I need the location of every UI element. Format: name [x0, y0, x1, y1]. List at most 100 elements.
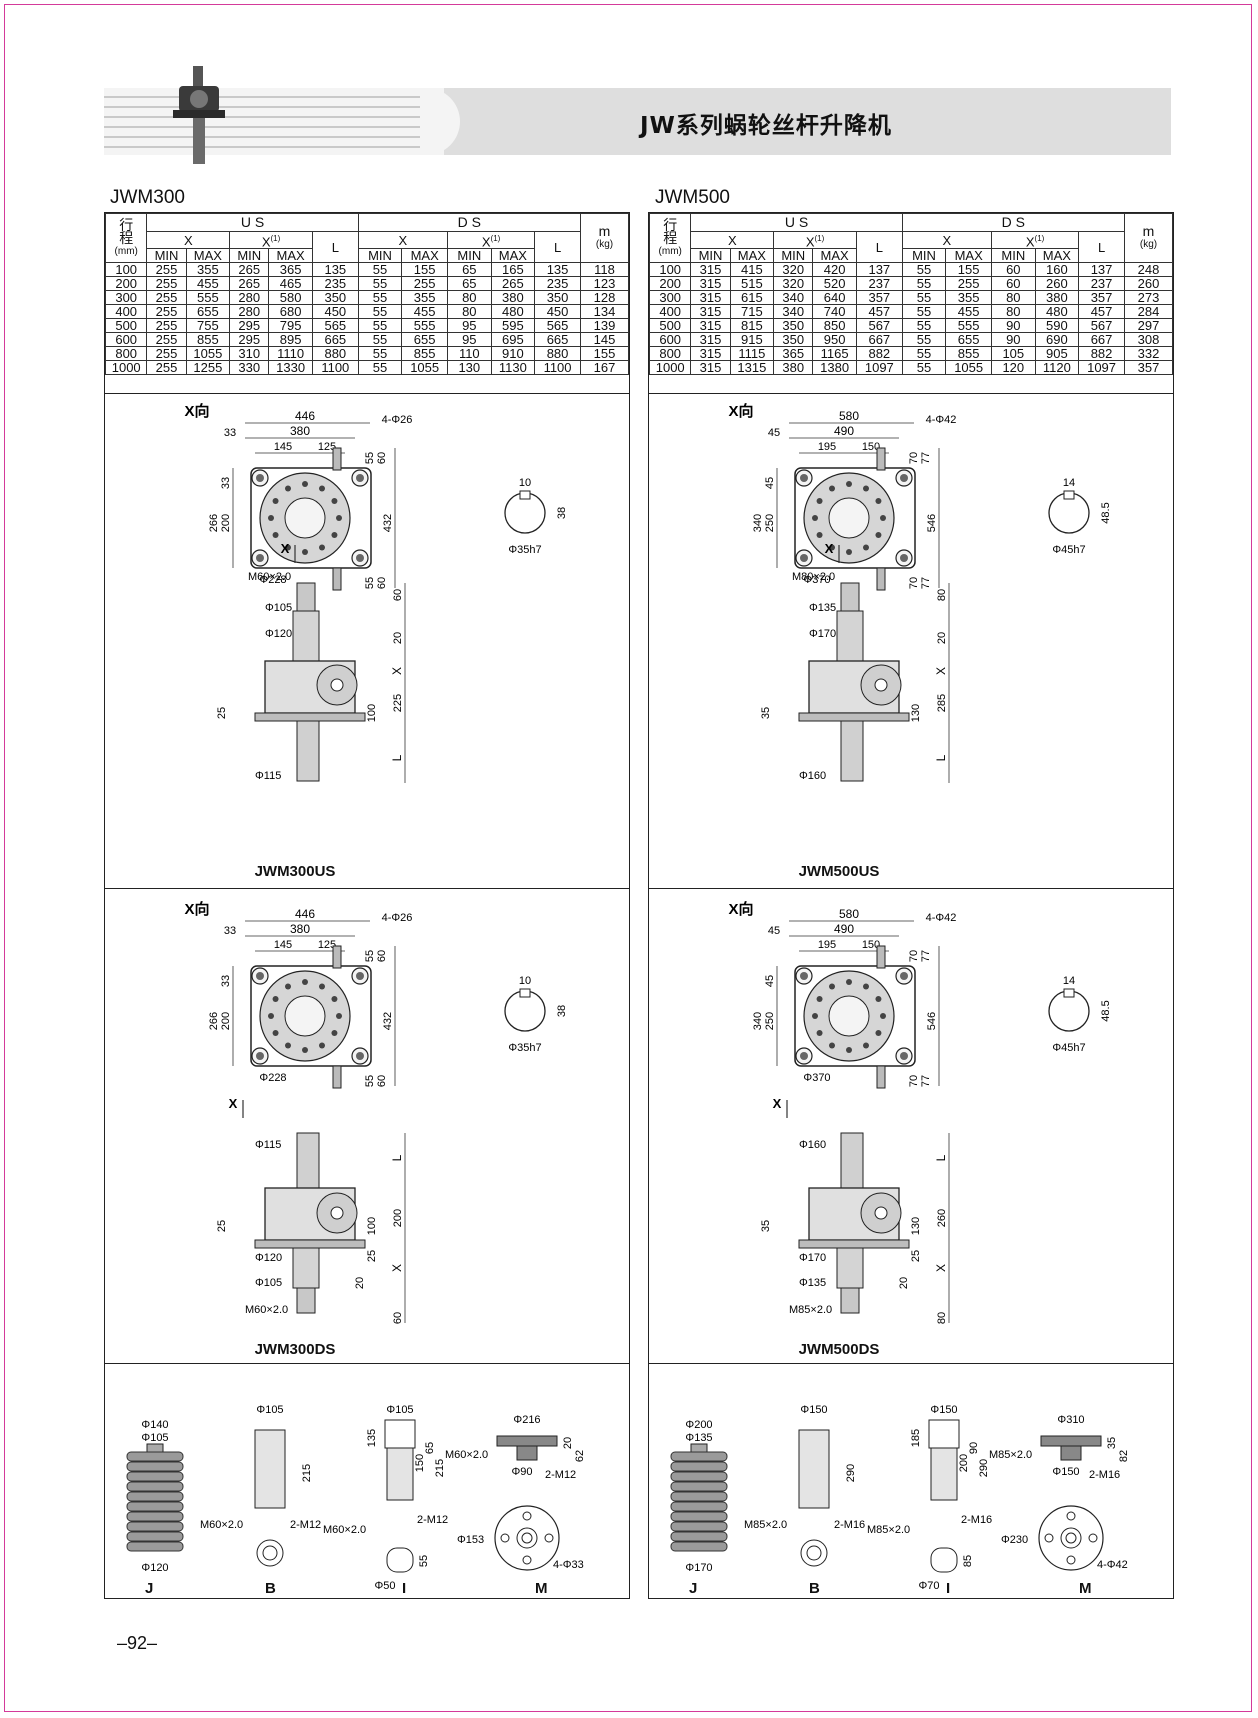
dimension-label: 60 — [376, 577, 388, 589]
table-cell: 882 — [855, 346, 903, 362]
mount-hole-center — [256, 554, 264, 562]
bolt-dot — [331, 996, 338, 1002]
ds-caption: JWM300DS — [254, 1341, 336, 1358]
dimension-label: M60×2.0 — [245, 1304, 288, 1316]
dimension-label: 25 — [216, 1220, 228, 1232]
x-arrow-label: X — [229, 1096, 238, 1111]
dimension-label: 70 — [908, 452, 920, 464]
table-cell: 500 — [104, 318, 148, 334]
stroke-header-line: 程 — [663, 229, 678, 246]
flange-hole — [544, 1533, 554, 1543]
stroke-header: 行程(mm) — [648, 212, 692, 264]
bolt-dot — [336, 1013, 342, 1019]
table-cell: 1000 — [104, 360, 148, 376]
bolt-dot — [816, 996, 823, 1002]
mount-hole-center — [800, 554, 808, 562]
dimension-label: Φ310 — [1057, 1414, 1084, 1426]
flange-plate — [1040, 1435, 1102, 1447]
stroke-header-line: (mm) — [658, 245, 682, 257]
dimension-label: 60 — [376, 950, 388, 962]
dimension-label: 62 — [574, 1450, 586, 1462]
bolt-dot — [331, 498, 338, 504]
table-cell: 415 — [729, 262, 775, 278]
ds-caption: JWM500DS — [798, 1341, 880, 1358]
x-arrow-label: X — [281, 541, 290, 556]
dimension-label: 45 — [764, 975, 776, 987]
dimension-label: 35 — [760, 707, 772, 719]
clevis-top — [386, 1547, 414, 1573]
dimension-label: Φ160 — [799, 1139, 826, 1151]
bolt-dot — [331, 532, 338, 538]
dimension-label: 60 — [376, 1075, 388, 1087]
dimension-label: 85 — [962, 1555, 974, 1567]
dimension-label: 45 — [768, 925, 780, 937]
bolt-dot — [846, 549, 852, 555]
l-header: L — [855, 230, 903, 264]
accessory-b-label: B — [809, 1580, 820, 1597]
dimension-label: Φ105 — [255, 1277, 282, 1289]
table-cell: 615 — [729, 290, 775, 306]
dimension-label: Φ120 — [255, 1252, 282, 1264]
mount-hole-center — [356, 474, 364, 482]
dimension-label: Φ228 — [259, 574, 286, 586]
dimension-label: 20 — [898, 1277, 910, 1289]
dimension-label: 200 — [392, 1209, 404, 1227]
page-border — [4, 4, 1252, 1712]
dimension-label: 20 — [936, 632, 948, 644]
dimension-label: 10 — [519, 477, 531, 489]
table-cell: 315 — [690, 332, 731, 348]
dimension-label: L — [934, 754, 948, 761]
thread-stub — [296, 582, 316, 612]
dimension-label: 80 — [936, 1312, 948, 1324]
dimension-label: 20 — [354, 1277, 366, 1289]
bolt-dot — [816, 532, 823, 538]
gearbox-outline — [250, 965, 372, 1067]
table-cell: 315 — [690, 290, 731, 306]
x1-header: X(1) — [991, 230, 1080, 250]
dimension-label: 135 — [366, 1429, 378, 1447]
table-cell: 340 — [773, 304, 814, 320]
dimension-label: Φ153 — [457, 1534, 484, 1546]
mount-hole-center — [356, 972, 364, 980]
dimension-label: 2-M16 — [961, 1514, 992, 1526]
table-cell: 1130 — [490, 360, 536, 376]
bolt-dot — [272, 498, 279, 504]
dimension-label: M85×2.0 — [744, 1519, 787, 1531]
x-header: X — [146, 230, 231, 250]
dimension-label: 150 — [862, 441, 880, 453]
dimension-label: Φ216 — [513, 1414, 540, 1426]
table-cell: 123 — [579, 276, 630, 292]
bolt-dot — [829, 485, 835, 492]
stop-tube-bore — [806, 1545, 822, 1561]
dimension-label: 145 — [274, 939, 292, 951]
dimension-label: 250 — [764, 1012, 776, 1030]
bolt-dot — [880, 515, 886, 521]
keyway — [1063, 988, 1075, 998]
flange-bore-inner — [1065, 1532, 1077, 1544]
table-cell: 255 — [401, 276, 449, 292]
table-cell: 350 — [773, 332, 814, 348]
screw-nut — [836, 610, 864, 662]
dimension-label: 130 — [910, 1217, 922, 1235]
dimension-label: Φ370 — [803, 1072, 830, 1084]
stroke-header-line: 行 — [119, 216, 134, 233]
table-cell: 55 — [357, 262, 403, 278]
section-divider — [105, 888, 629, 889]
table-cell: 295 — [229, 318, 270, 334]
stroke-header-line: 程 — [119, 229, 134, 246]
dimension-label: Φ115 — [255, 770, 281, 782]
dimension-label: M80×2.0 — [792, 571, 835, 583]
flange-face — [494, 1505, 560, 1571]
dimension-label: 340 — [752, 1012, 764, 1030]
dimension-label: Φ150 — [930, 1404, 957, 1416]
section-divider — [649, 888, 1173, 889]
dimension-label: 195 — [818, 441, 836, 453]
bellows-fold — [126, 1541, 184, 1552]
accessory-j-label: J — [145, 1580, 154, 1597]
header-stripes — [104, 88, 444, 155]
protection-tube — [296, 1132, 320, 1189]
dimension-label: 45 — [768, 427, 780, 439]
dimension-label: 55 — [364, 950, 376, 962]
flange-hole — [1088, 1533, 1098, 1543]
